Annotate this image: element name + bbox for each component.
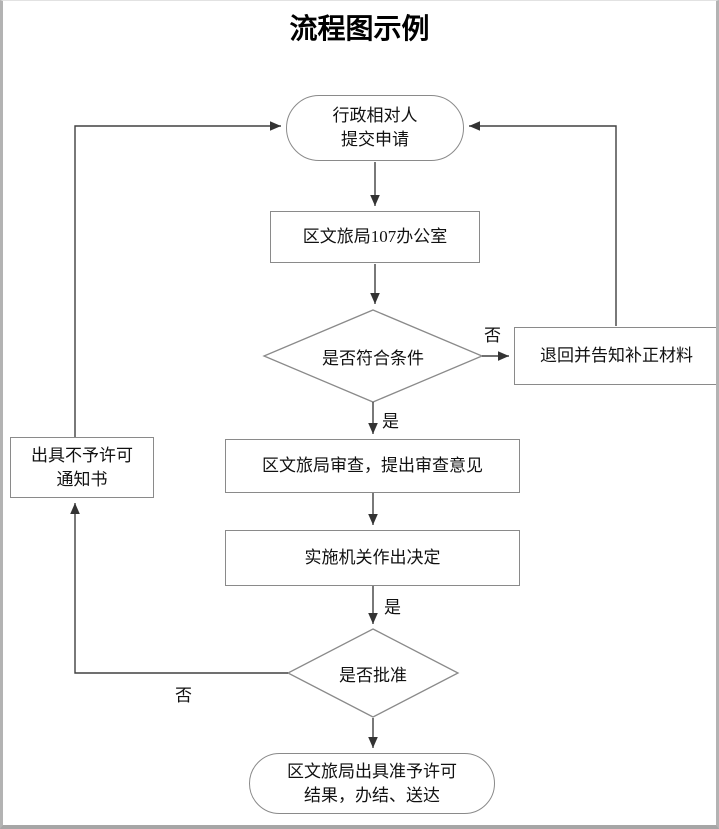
node-decision: 实施机关作出决定 [225, 530, 520, 586]
label-yes-decision: 是 [384, 598, 401, 617]
page-title: 流程图示例 [289, 14, 430, 45]
node-start-line2: 提交申请 [341, 130, 409, 149]
node-office: 区文旅局107办公室 [270, 211, 480, 263]
label-no-conditions: 否 [484, 326, 501, 345]
arrow-deny-loop-to-start [74, 121, 281, 437]
node-deny-notice-line2: 通知书 [56, 469, 108, 489]
node-end-line2: 结果，办结、送达 [304, 785, 440, 805]
node-decision-label: 实施机关作出决定 [304, 548, 441, 567]
label-yes-conditions: 是 [382, 412, 399, 431]
label-no-approve: 否 [175, 686, 192, 705]
arrow-return-loop-to-start [469, 121, 617, 326]
node-end: 区文旅局出具准予许可 结果，办结、送达 [249, 753, 495, 814]
node-start: 行政相对人 提交申请 [286, 95, 464, 161]
node-approve-label: 是否批准 [339, 665, 407, 685]
node-start-line1: 行政相对人 [332, 106, 418, 125]
node-review-label: 区文旅局审查，提出审查意见 [262, 456, 483, 475]
arrow-approve-no-to-deny [70, 503, 288, 674]
node-office-label: 区文旅局107办公室 [302, 227, 448, 246]
node-return-materials: 退回并告知补正材料 [514, 327, 716, 385]
node-deny-notice: 出具不予许可 通知书 [10, 437, 154, 498]
node-deny-notice-line1: 出具不予许可 [31, 445, 133, 465]
connector-layer [70, 121, 617, 748]
node-review: 区文旅局审查，提出审查意见 [225, 439, 520, 493]
diamond-approve [286, 628, 460, 718]
node-check-conditions-label: 是否符合条件 [322, 348, 424, 368]
node-end-line1: 区文旅局出具准予许可 [287, 761, 457, 781]
node-return-materials-label: 退回并告知补正材料 [540, 346, 693, 365]
